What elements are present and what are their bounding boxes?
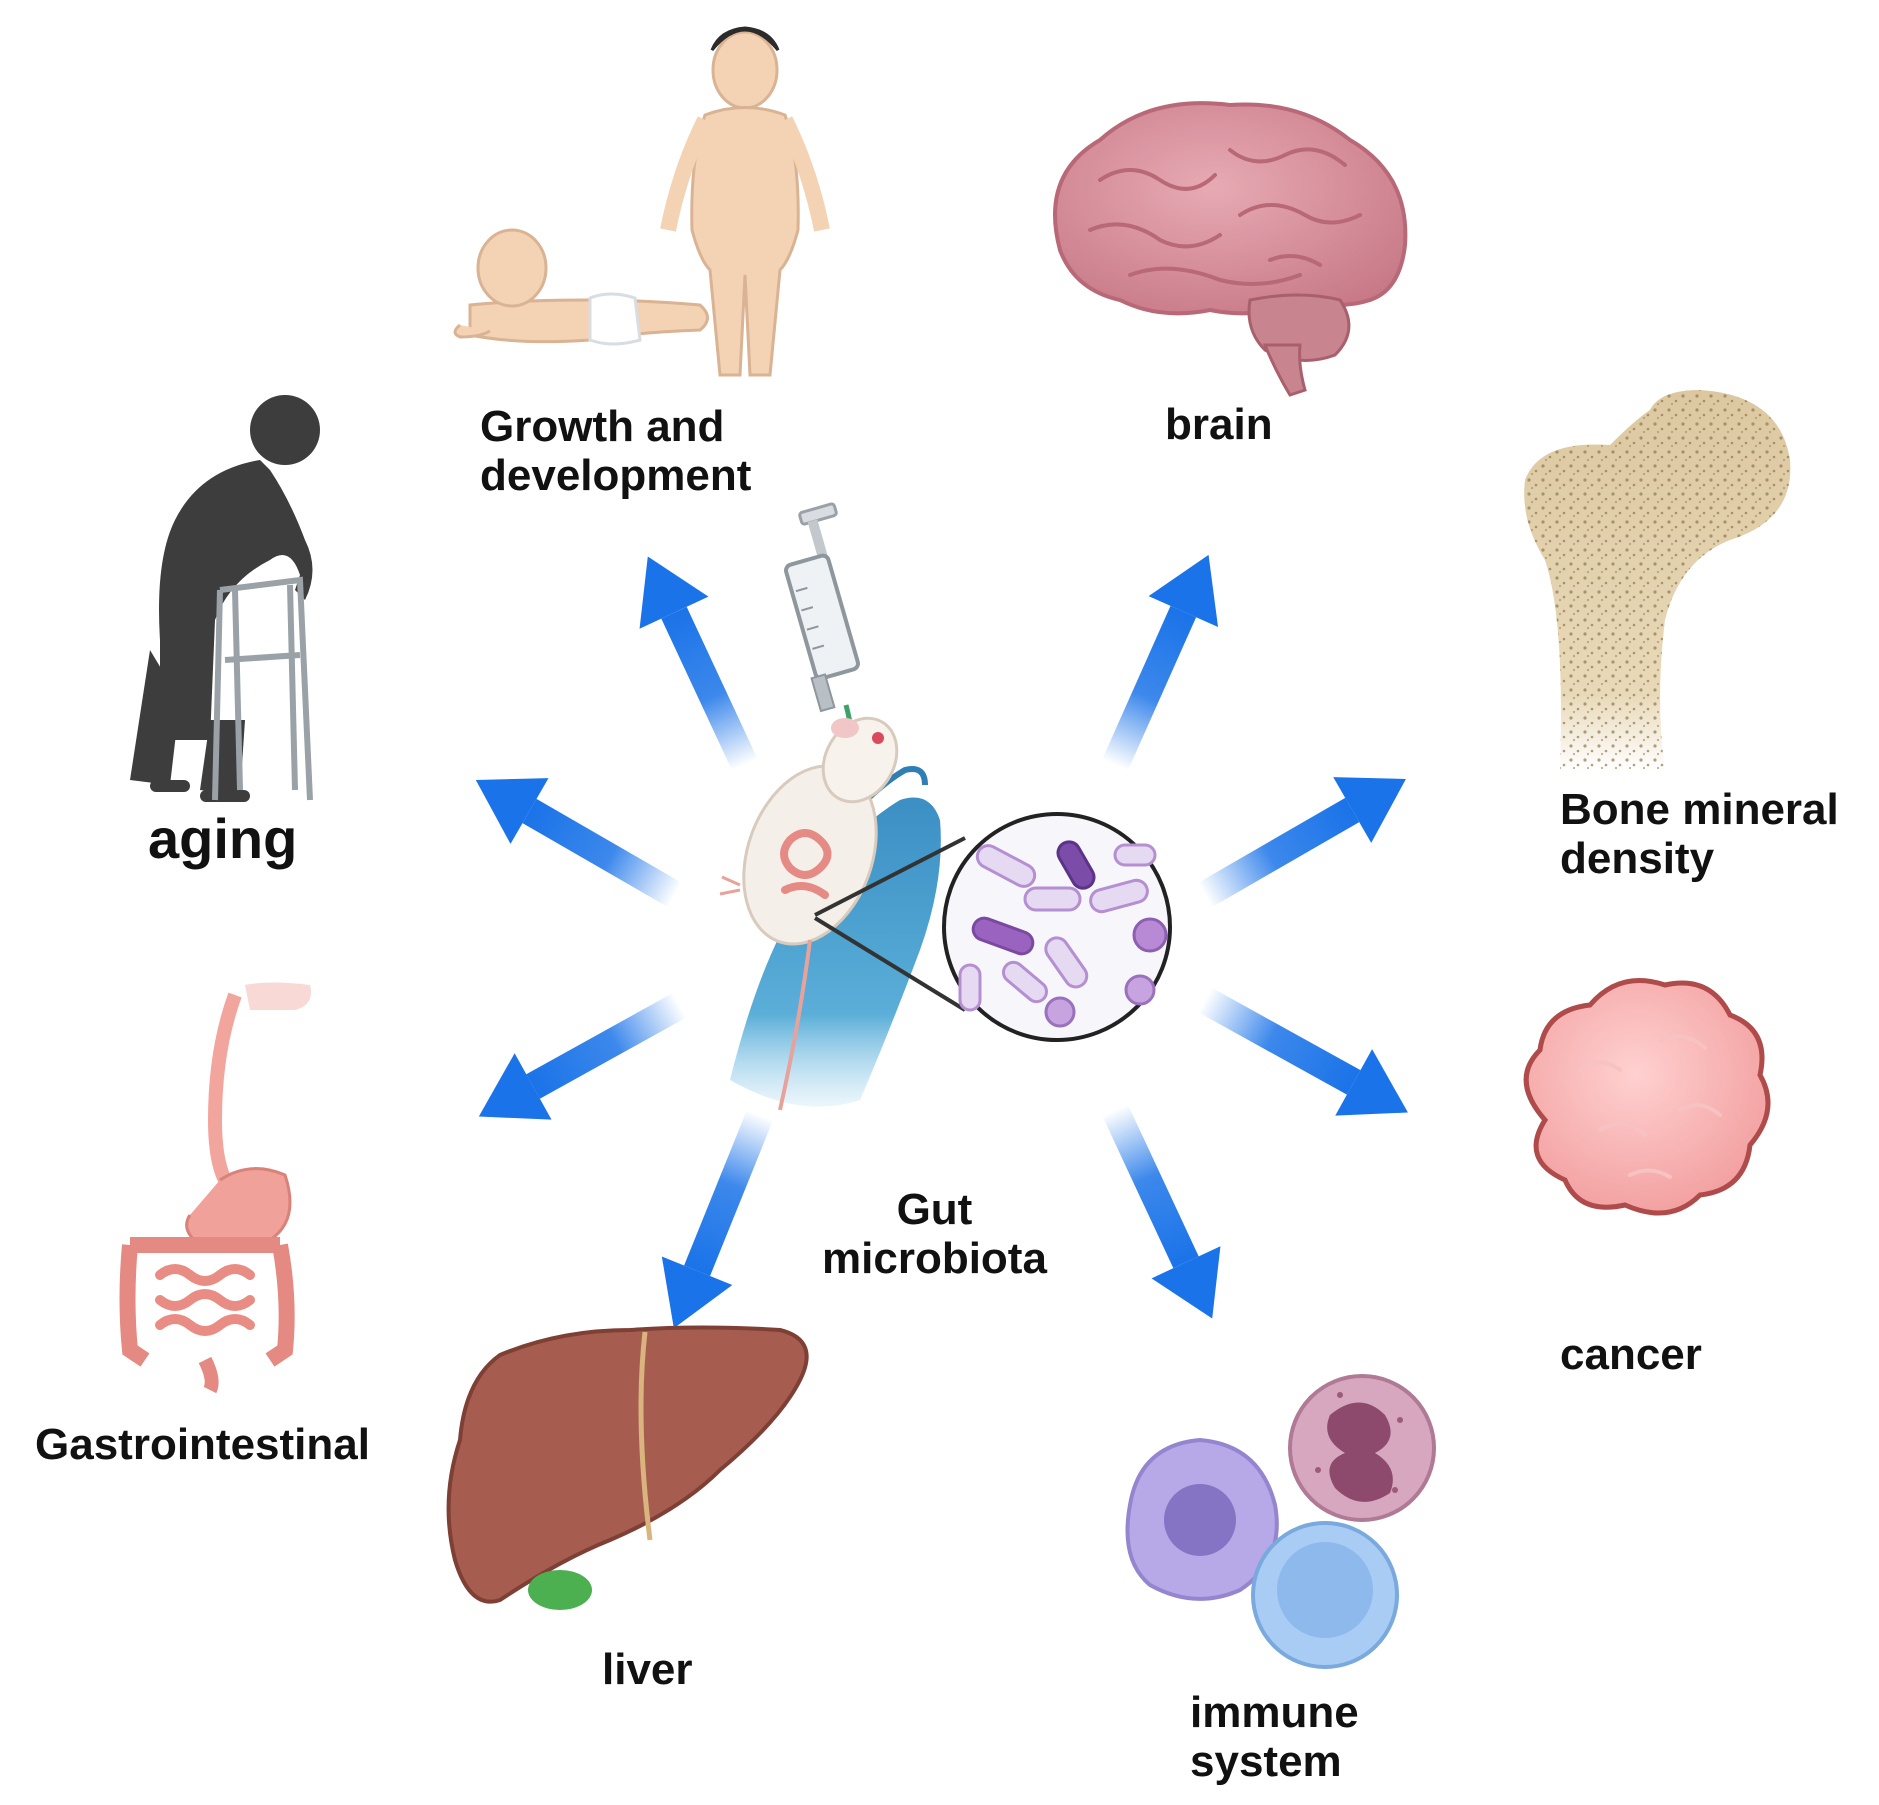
growth-illustration [453,26,830,377]
label-growth: Growth and development [480,402,751,501]
arrow-to-gastro [478,992,687,1120]
label-aging: aging [148,807,298,871]
granulocyte-cell-icon [1288,1374,1436,1522]
label-center-line1: Gut [896,1185,973,1234]
syringe-icon [784,502,860,736]
arrow-to-aging [475,778,682,908]
aging-icon [130,395,320,802]
arrow-to-cancer [1198,987,1408,1116]
lymphocyte-cell-icon [1251,1521,1399,1669]
label-aging-text: aging [148,807,298,870]
label-growth-line2: development [480,451,752,501]
bacteria-magnifier-icon [813,812,1172,1042]
label-bone-line2: density [1560,834,1715,884]
arrow-to-brain [1102,554,1219,771]
label-brain-text: brain [1165,400,1273,449]
arrow-to-bone [1198,777,1406,908]
monocyte-cell-icon [1125,1437,1279,1601]
arrows [475,554,1408,1329]
label-immune-line2: system [1190,1737,1342,1787]
label-gastro: Gastrointestinal [35,1420,370,1469]
label-liver: liver [602,1645,693,1694]
baby-icon [453,228,709,346]
label-bone-line1: Bone mineral [1560,785,1839,834]
walker-icon [212,576,313,801]
arrow-to-liver [661,1109,773,1329]
label-immune: immune system [1190,1688,1359,1787]
bone-icon [1524,390,1791,770]
mouse-intestine [780,829,832,899]
label-bone: Bone mineral density [1560,785,1839,884]
label-liver-text: liver [602,1645,693,1694]
bacteria-cluster [958,840,1168,1028]
label-center: Gut microbiota [822,1185,1047,1284]
gastro-icon [119,982,311,1394]
immune-cells-icon [1125,1374,1436,1669]
brain-icon [1053,101,1408,397]
child-icon [660,26,830,377]
label-brain: brain [1165,400,1273,449]
label-immune-line1: immune [1190,1688,1359,1737]
label-growth-line1: Growth and [480,402,725,451]
arrow-to-immune [1102,1104,1221,1319]
label-gastro-text: Gastrointestinal [35,1420,370,1469]
label-cancer: cancer [1560,1330,1702,1379]
label-center-line2: microbiota [822,1234,1047,1284]
cancer-icon [1523,978,1771,1216]
liver-icon [446,1325,809,1610]
arrow-to-growth [639,556,758,771]
label-cancer-text: cancer [1560,1330,1702,1379]
